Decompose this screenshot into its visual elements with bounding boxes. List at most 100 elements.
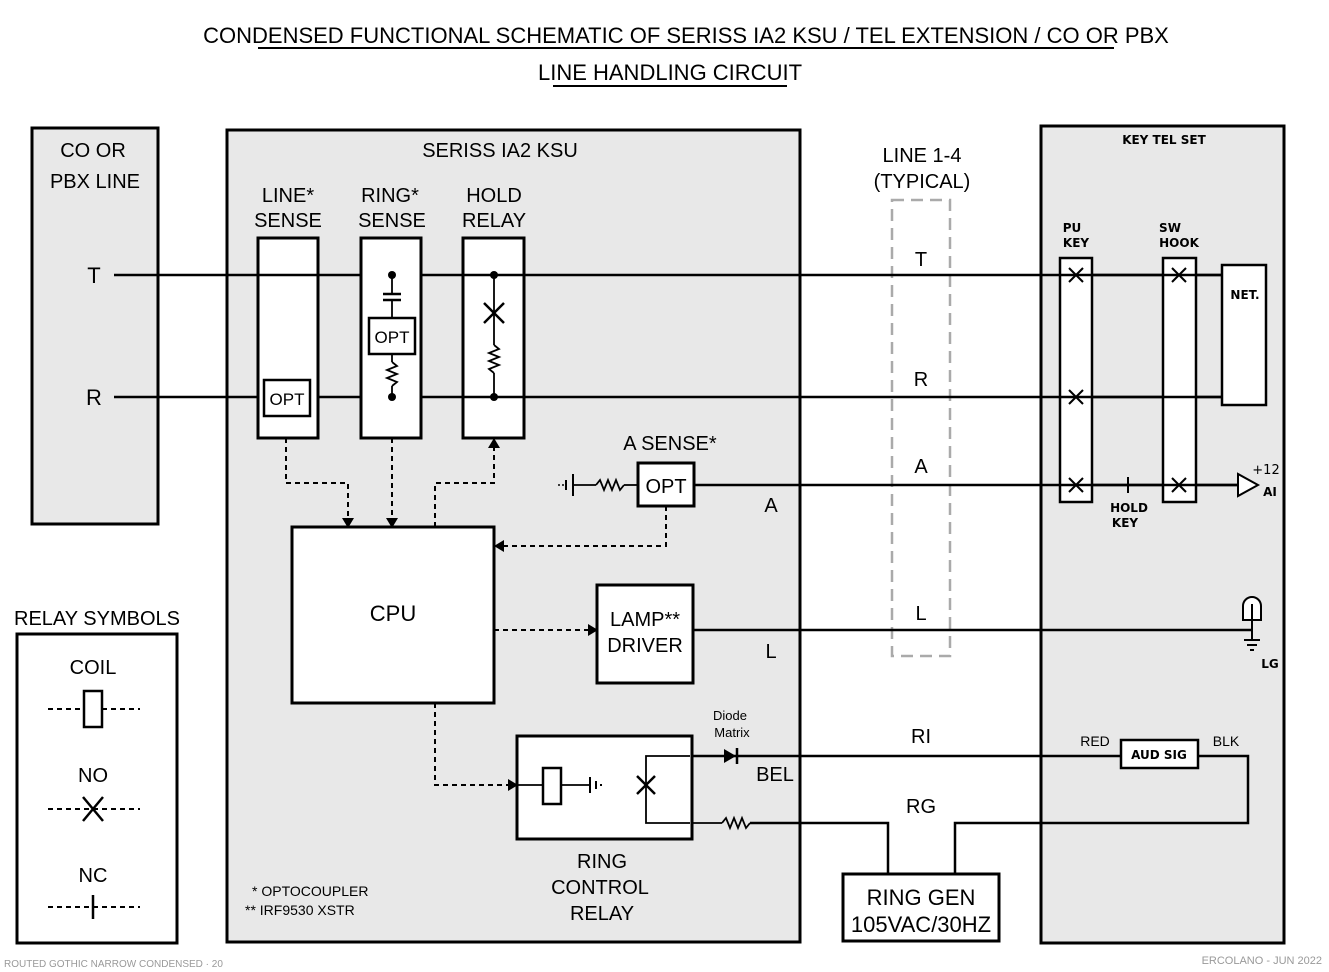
sw-hook-box [1161, 256, 1198, 504]
ring-control-label-1: RING [577, 851, 627, 873]
ksu-lead-bel: BEL [756, 764, 794, 786]
relay-symbols-title: RELAY SYMBOLS [14, 608, 180, 630]
ring-gen-label-2: 105VAC/30HZ [851, 912, 991, 937]
line-r-label: R [914, 369, 928, 391]
pu-key-label-2: KEY [1063, 236, 1089, 250]
pu-key-t-contact [1068, 267, 1084, 283]
cpu-to-lamp-driver-arrow [588, 624, 598, 636]
a-lead-arrow-icon [1237, 472, 1261, 498]
title-line2: LINE HANDLING CIRCUIT [538, 60, 802, 85]
hold-relay-resistor [486, 344, 502, 374]
ring-sense-label-1: RING* [361, 185, 419, 207]
ring-sense-to-cpu-arrow [386, 518, 398, 528]
ring-gen-label-1: RING GEN [867, 885, 976, 910]
sw-hook-t-contact [1171, 267, 1187, 283]
footer-left: ROUTED GOTHIC NARROW CONDENSED · 20 [4, 959, 223, 970]
red-label: RED [1080, 733, 1110, 749]
hold-relay-label-1: HOLD [466, 185, 522, 207]
line-typical-label-2: (TYPICAL) [874, 171, 971, 193]
line-typical-box [890, 198, 952, 658]
line-sense-to-cpu-arrow [342, 518, 354, 528]
footnote-1: * OPTOCOUPLER [252, 883, 368, 899]
a-sense-to-cpu-arrow [494, 540, 504, 552]
rg-wire-2 [750, 821, 890, 874]
line-typical-label-1: LINE 1-4 [883, 145, 962, 167]
line-sense-to-cpu [285, 438, 349, 520]
coil-legend-label: COIL [70, 657, 117, 679]
no-legend-label: NO [78, 765, 108, 787]
cpu-to-ring-control-arrow [508, 779, 518, 791]
line-ri-label: RI [911, 726, 931, 748]
sw-hook-label-1: SW [1159, 221, 1181, 235]
ksu-lead-a: A [764, 495, 778, 517]
pu-key-a-contact [1068, 477, 1084, 493]
ring-sense-opt: OPT [375, 328, 410, 347]
key-tel-title: KEY TEL SET [1122, 133, 1206, 147]
pu-key-box [1058, 256, 1094, 504]
lamp-driver-label-1: LAMP** [610, 609, 680, 631]
aud-sig-box [1119, 738, 1200, 770]
ring-sense-label-2: SENSE [358, 210, 426, 232]
rg-resistor [721, 815, 751, 831]
ksu-title: SERISS IA2 KSU [422, 140, 578, 162]
co-label-2: PBX LINE [50, 171, 140, 193]
line-rg-label: RG [906, 796, 936, 818]
footnote-2: ** IRF9530 XSTR [245, 902, 355, 918]
pu-key-r-contact [1068, 389, 1084, 405]
nc-legend-label: NC [79, 865, 108, 887]
co-label-1: CO OR [60, 140, 126, 162]
hold-key-label-1: HOLD [1110, 501, 1148, 515]
ring-control-label-3: RELAY [570, 903, 634, 925]
ring-control-contact-x2 [636, 775, 656, 795]
lamp-driver-box [595, 583, 695, 685]
plus12-label: +12 [1252, 463, 1279, 478]
a-sense-opt-box [636, 461, 696, 508]
line-sense-label-2: SENSE [254, 210, 322, 232]
co-t-label: T [87, 263, 100, 288]
lg-label: LG [1261, 657, 1279, 671]
co-r-label: R [86, 385, 102, 410]
ring-gen-return-wire [953, 754, 1250, 874]
cpu-to-hold-relay-arrow [488, 438, 500, 448]
hold-key-label-2: KEY [1112, 516, 1138, 530]
line-sense-opt-box [262, 378, 312, 418]
sw-hook-label-2: HOOK [1159, 236, 1199, 250]
cpu-to-hold-relay [434, 446, 495, 527]
no-legend-x2 [82, 796, 104, 822]
diode-matrix-label-1: Diode [713, 708, 747, 723]
ksu-lead-l: L [765, 641, 776, 663]
coil-legend-symbol [82, 689, 104, 729]
cpu-label: CPU [370, 601, 416, 626]
blk-label: BLK [1213, 733, 1240, 749]
a-sense-label: A SENSE* [623, 433, 717, 455]
cpu-to-ring-control [434, 703, 510, 786]
footer-right: ERCOLANO - JUN 2022 [1202, 955, 1322, 967]
cpu-box [290, 525, 496, 705]
line-a-label: A [914, 456, 928, 478]
ai-label: AI [1263, 485, 1277, 499]
sw-hook-a-contact [1171, 477, 1187, 493]
pu-key-label-1: PU [1063, 221, 1082, 235]
line-sense-opt: OPT [270, 390, 305, 409]
net-box [1220, 263, 1268, 407]
line-sense-label-1: LINE* [262, 185, 314, 207]
ring-control-coil [541, 766, 563, 806]
lamp-driver-label-2: DRIVER [607, 635, 683, 657]
relay-symbols-box [15, 632, 179, 945]
a-sense-resistor [595, 477, 625, 493]
diode-matrix-label-2: Matrix [714, 725, 750, 740]
aud-sig-label: AUD SIG [1131, 748, 1187, 762]
ring-sense-resistor [384, 361, 400, 387]
co-pbx-panel [30, 126, 160, 526]
title-line1: CONDENSED FUNCTIONAL SCHEMATIC OF SERISS… [203, 23, 1169, 48]
ring-control-label-2: CONTROL [551, 877, 649, 899]
a-sense-opt: OPT [645, 476, 686, 498]
ring-gen-box [841, 872, 1001, 943]
net-label: NET. [1230, 288, 1259, 302]
hold-relay-contact-x2 [483, 302, 505, 324]
a-sense-to-cpu [502, 506, 667, 547]
ring-control-contact-wire [645, 755, 690, 824]
line-t-label: T [915, 249, 927, 271]
line-l-label: L [915, 603, 926, 625]
